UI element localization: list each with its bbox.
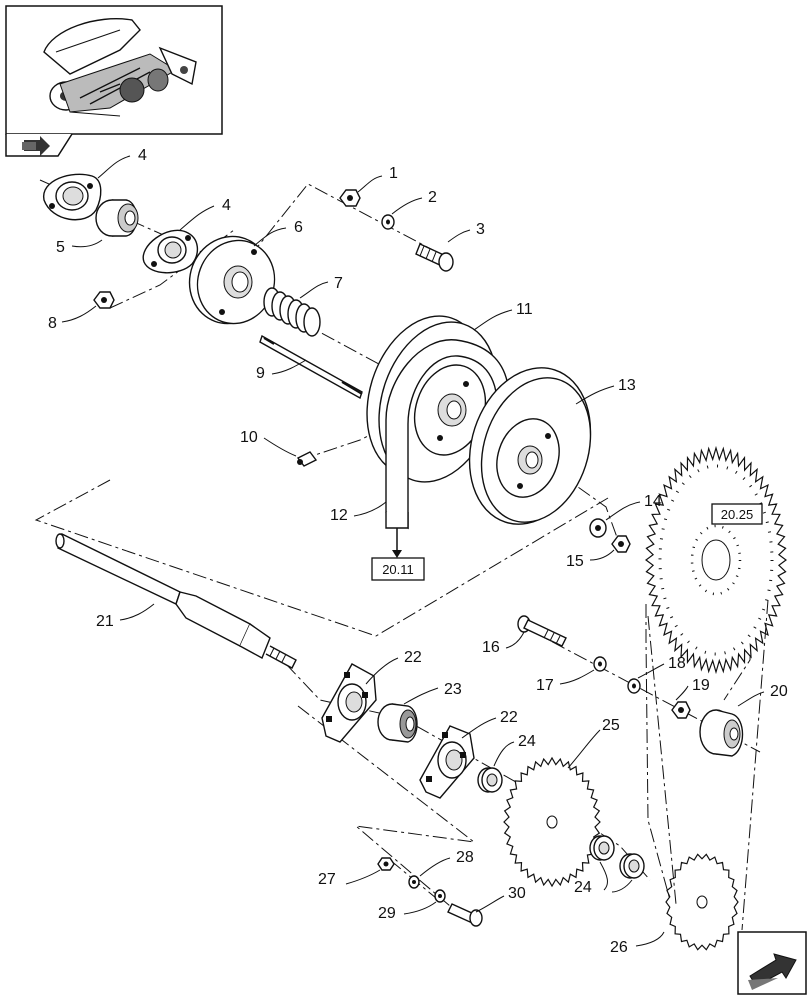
part-29-washer bbox=[434, 889, 446, 903]
callout-26: 26 bbox=[610, 939, 628, 956]
part-10-fitting bbox=[296, 451, 318, 467]
callout-1: 1 bbox=[389, 165, 398, 182]
part-21-shaft bbox=[55, 533, 297, 669]
part-18-washer bbox=[627, 678, 641, 694]
part-22-flange-lower bbox=[419, 725, 475, 799]
part-5-bearing bbox=[95, 199, 139, 237]
sprocket-hub-ring bbox=[690, 524, 742, 596]
leader-lines bbox=[61, 155, 765, 947]
part-15-nut bbox=[611, 535, 631, 553]
part-20-bearing bbox=[699, 709, 744, 757]
part-22-flange-upper bbox=[321, 663, 377, 743]
callout-14: 14 bbox=[644, 493, 662, 510]
part-3-bolt bbox=[415, 243, 454, 272]
callout-3: 3 bbox=[476, 221, 485, 238]
part-25-sprocket bbox=[503, 756, 601, 888]
callout-labels: 1 2 3 4 4 5 6 7 8 9 10 11 12 13 14 15 16… bbox=[48, 147, 788, 956]
callout-22: 22 bbox=[404, 649, 422, 666]
callout-2: 2 bbox=[428, 189, 437, 206]
machine-thumbnail-icon bbox=[43, 18, 197, 117]
callout-23: 23 bbox=[444, 681, 462, 698]
part-4-flange-upper bbox=[43, 173, 102, 221]
callout-8: 8 bbox=[48, 315, 57, 332]
part-24-spacer-lower bbox=[589, 835, 645, 879]
callout-27: 27 bbox=[318, 871, 336, 888]
part-24-spacer-upper bbox=[477, 767, 503, 793]
callout-22-second: 22 bbox=[500, 709, 518, 726]
part-14-nut bbox=[589, 518, 607, 538]
callout-20: 20 bbox=[770, 683, 788, 700]
sprocket-hole-ring bbox=[658, 464, 774, 656]
part-7-spring bbox=[263, 287, 321, 337]
callout-24: 24 bbox=[518, 733, 536, 750]
part-17-washer bbox=[593, 656, 607, 672]
callout-25: 25 bbox=[602, 717, 620, 734]
callout-11: 11 bbox=[516, 301, 533, 318]
part-4-flange-lower bbox=[142, 229, 199, 274]
part-1-nut bbox=[339, 189, 361, 207]
callout-29: 29 bbox=[378, 905, 396, 922]
callout-5: 5 bbox=[56, 239, 65, 256]
part-26-sprocket bbox=[665, 853, 739, 951]
callout-30: 30 bbox=[508, 885, 526, 902]
callout-24-second: 24 bbox=[574, 879, 592, 896]
part-27-nut bbox=[377, 857, 395, 871]
part-19-nut bbox=[671, 701, 691, 719]
part-2-washer bbox=[381, 214, 395, 230]
callout-10: 10 bbox=[240, 429, 258, 446]
callout-21: 21 bbox=[96, 613, 114, 630]
sprocket-bore bbox=[701, 539, 731, 581]
svg-text:20.25: 20.25 bbox=[721, 507, 754, 522]
reference-box-20-11[interactable]: 20.11 bbox=[371, 528, 425, 581]
previous-page-arrow-icon[interactable] bbox=[22, 136, 50, 156]
part-30-bolt bbox=[447, 903, 483, 927]
thumbnail-panel[interactable] bbox=[5, 5, 223, 157]
callout-7: 7 bbox=[334, 275, 343, 292]
center-lines bbox=[34, 179, 761, 907]
part-13-pulley bbox=[468, 367, 592, 525]
callout-4-second: 4 bbox=[222, 197, 231, 214]
callout-9: 9 bbox=[256, 365, 265, 382]
part-28-washer bbox=[408, 875, 420, 889]
part-9-rod bbox=[259, 334, 363, 400]
part-16-bolt bbox=[517, 615, 567, 647]
sprocket-bore bbox=[696, 895, 708, 909]
callout-13: 13 bbox=[618, 377, 636, 394]
callout-28: 28 bbox=[456, 849, 474, 866]
callout-18: 18 bbox=[668, 655, 686, 672]
sprocket-bore bbox=[546, 815, 558, 829]
callout-16: 16 bbox=[482, 639, 500, 656]
callout-15: 15 bbox=[566, 553, 584, 570]
svg-text:20.11: 20.11 bbox=[382, 562, 414, 577]
chain-lines bbox=[647, 599, 769, 931]
callout-12: 12 bbox=[330, 507, 348, 524]
next-page-arrow-icon[interactable] bbox=[737, 931, 807, 995]
part-23-bearing bbox=[377, 703, 418, 743]
part-6-plate bbox=[188, 235, 276, 325]
part-8-nut bbox=[93, 291, 115, 309]
reference-box-20-25[interactable]: 20.25 bbox=[711, 503, 763, 525]
callout-19: 19 bbox=[692, 677, 710, 694]
callout-6: 6 bbox=[294, 219, 303, 236]
callout-17: 17 bbox=[536, 677, 554, 694]
callout-4: 4 bbox=[138, 147, 147, 164]
